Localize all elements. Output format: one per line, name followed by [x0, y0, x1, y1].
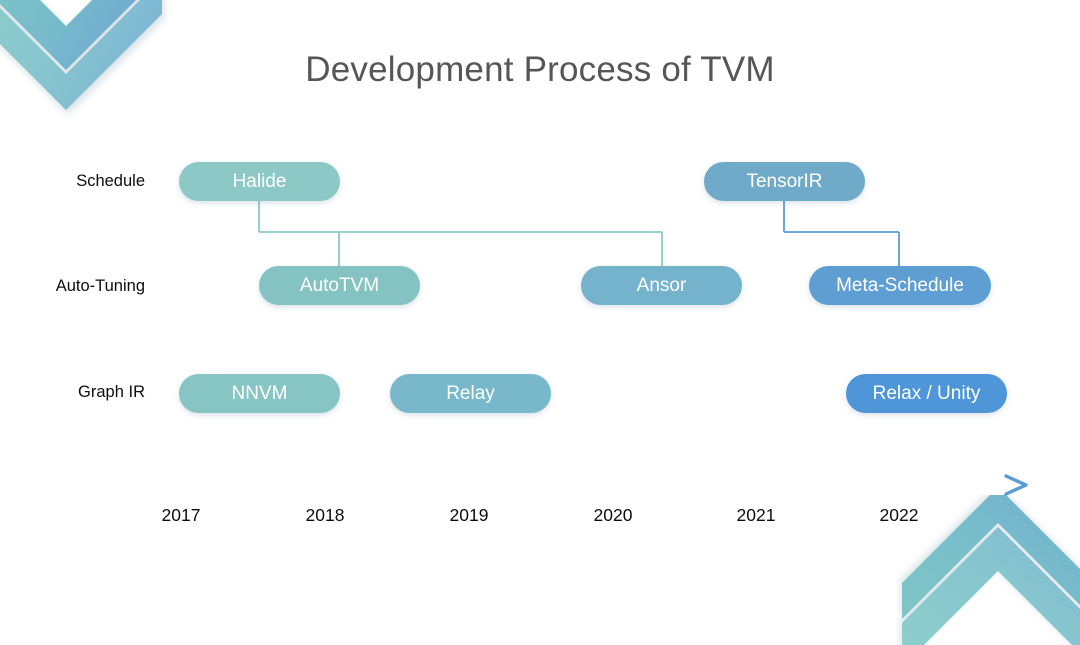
page-title: Development Process of TVM [305, 50, 775, 89]
row-label-auto-tuning: Auto-Tuning [55, 277, 145, 295]
node-nnvm-label: NNVM [231, 382, 288, 404]
node-ansor[interactable]: Ansor [581, 266, 742, 305]
year-tick-2017: 2017 [161, 505, 201, 525]
year-tick-2018: 2018 [305, 505, 345, 525]
node-halide[interactable]: Halide [179, 162, 340, 201]
node-autotvm[interactable]: AutoTVM [259, 266, 420, 305]
node-relay-label: Relay [446, 382, 495, 404]
row-label-graph-ir: Graph IR [78, 383, 145, 401]
year-tick-2021: 2021 [736, 505, 776, 525]
node-relax-unity-label: Relax / Unity [872, 382, 981, 404]
timeline-arrowhead-icon [1004, 474, 1028, 496]
row-label-schedule: Schedule [76, 172, 145, 190]
node-relay[interactable]: Relay [390, 374, 551, 413]
node-meta-schedule-label: Meta-Schedule [836, 274, 964, 296]
edge-halide-to-autotuning [258, 201, 663, 266]
node-meta-schedule[interactable]: Meta-Schedule [809, 266, 991, 305]
year-tick-2020: 2020 [593, 505, 633, 525]
node-relax-unity[interactable]: Relax / Unity [846, 374, 1007, 413]
node-nnvm[interactable]: NNVM [179, 374, 340, 413]
node-halide-label: Halide [232, 170, 287, 192]
node-ansor-label: Ansor [636, 274, 687, 296]
year-tick-2022: 2022 [879, 505, 919, 525]
node-autotvm-label: AutoTVM [299, 274, 380, 296]
connector-lines [258, 201, 900, 266]
node-tensorir-label: TensorIR [746, 170, 823, 192]
node-tensorir[interactable]: TensorIR [704, 162, 865, 201]
year-tick-2019: 2019 [449, 505, 489, 525]
edge-tensorir-to-meta-schedule [783, 201, 900, 266]
timeline-axis [151, 474, 1028, 496]
